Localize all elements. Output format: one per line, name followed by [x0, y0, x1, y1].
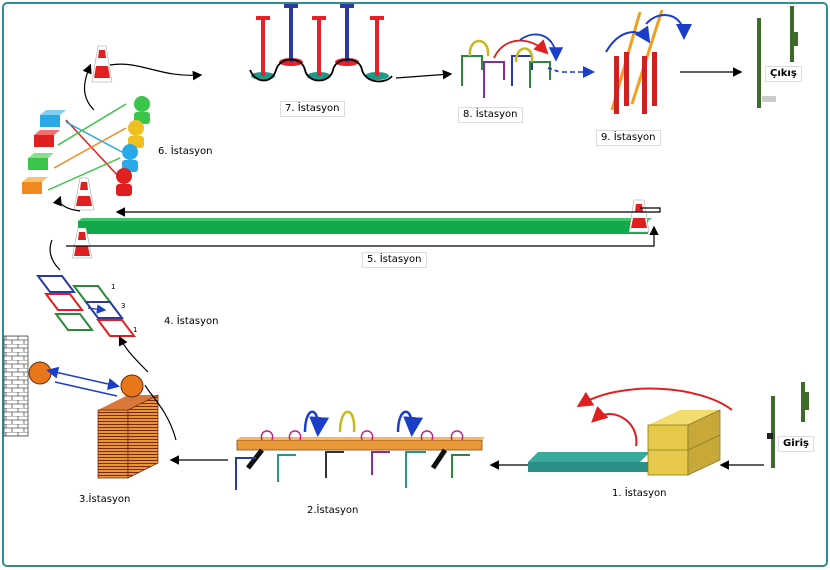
station-4-label: 4. İstasyon — [164, 316, 219, 328]
station-4-ladder — [36, 275, 136, 337]
station-2-label: 2.İstasyon — [307, 505, 359, 517]
station-5-label: 5. İstasyon — [362, 252, 427, 268]
station-6-label: 6. İstasyon — [158, 146, 213, 158]
cone-icon — [91, 45, 113, 83]
station-1-label: 1. İstasyon — [612, 488, 667, 500]
entry-label: Giriş — [778, 436, 814, 452]
exit-gate — [757, 6, 798, 108]
station-8-label: 8. İstasyon — [458, 107, 523, 123]
station-2-beam — [235, 410, 485, 490]
station-9-poles — [605, 9, 692, 114]
station-9-label: 9. İstasyon — [596, 130, 661, 146]
station-8-hurdles — [461, 33, 564, 98]
exit-label: Çıkış — [765, 66, 802, 82]
station-7-poles — [249, 4, 393, 83]
entry-gate — [767, 382, 809, 468]
basketball-icon — [28, 361, 52, 385]
cone-icon — [628, 199, 650, 233]
cone-icon — [73, 177, 95, 211]
cone-icon — [71, 227, 93, 259]
station-5-bar — [78, 218, 652, 234]
ladder-number: 1 — [111, 283, 115, 291]
station-1-mat-box — [528, 387, 733, 476]
station-3-label: 3.İstasyon — [79, 494, 131, 506]
station-3-box-wall — [3, 335, 159, 479]
flow-arrows — [49, 63, 764, 470]
station-7-label: 7. İstasyon — [280, 101, 345, 117]
ladder-number: 3 — [121, 302, 125, 310]
basketball-icon — [120, 374, 144, 398]
station-6-objects — [22, 96, 150, 196]
ladder-number: 1 — [133, 326, 137, 334]
